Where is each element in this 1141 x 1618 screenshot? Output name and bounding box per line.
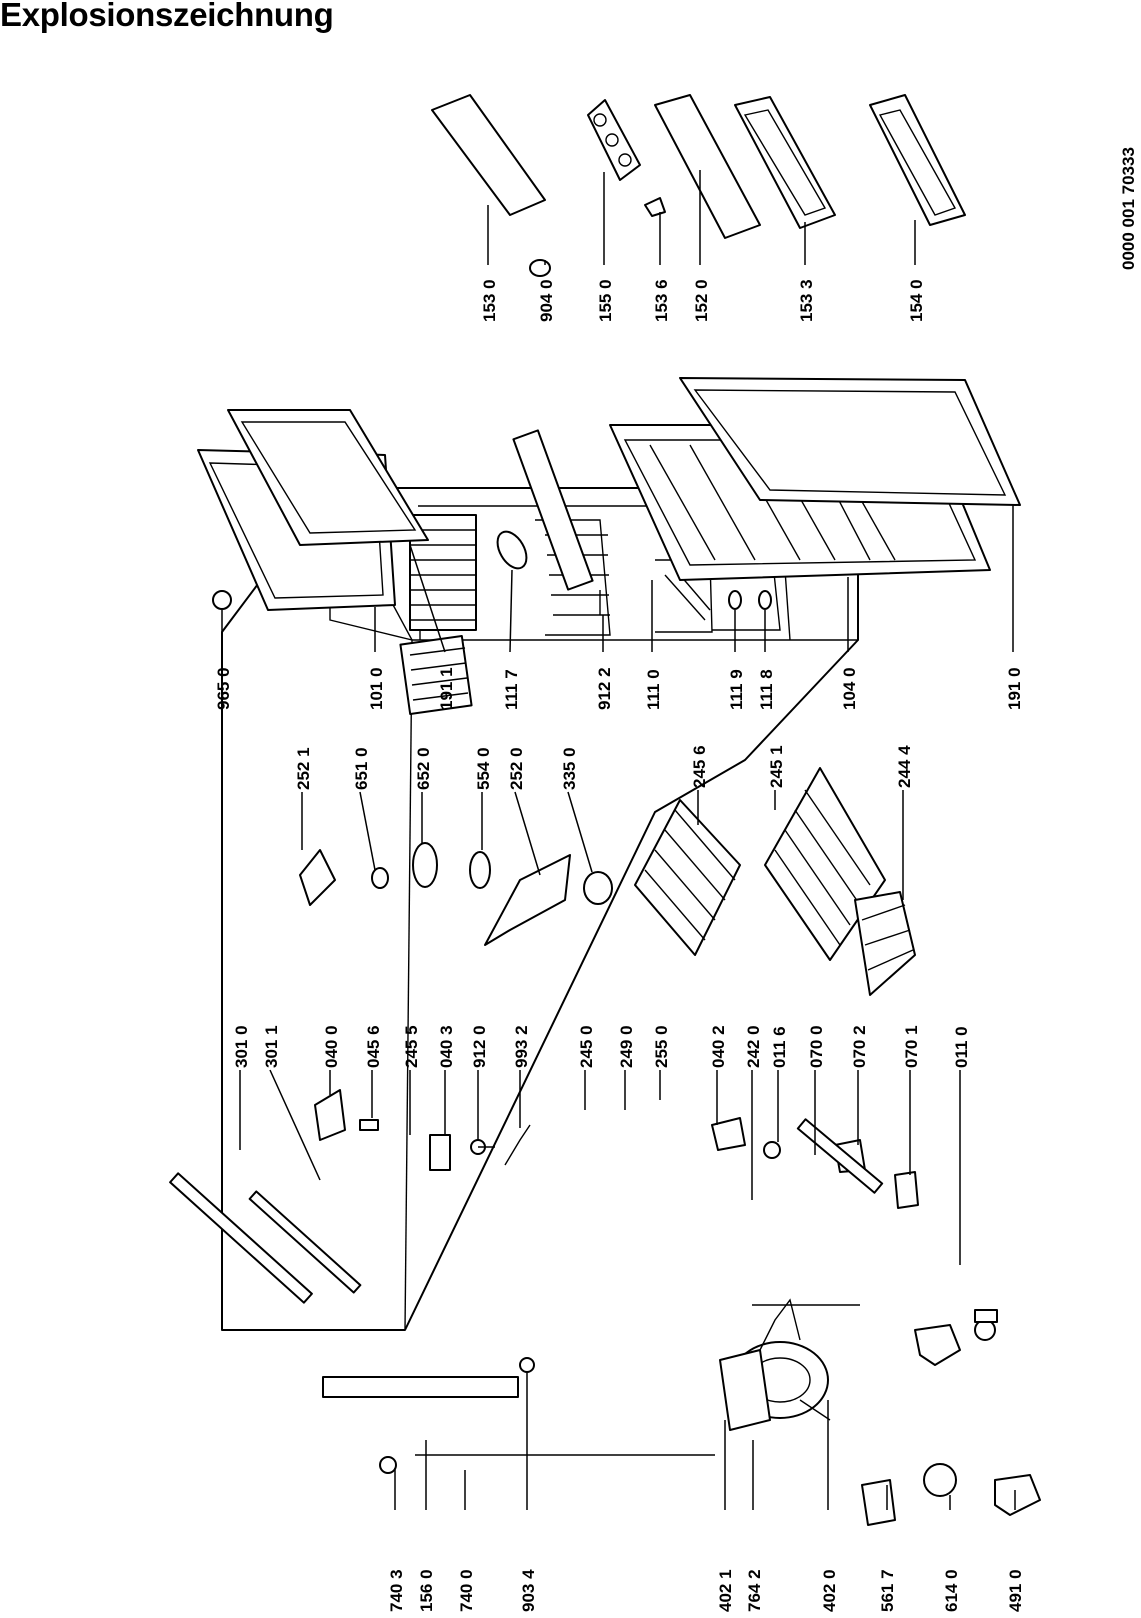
- label-040-0: 040 0: [322, 1025, 341, 1068]
- label-111-0: 111 0: [644, 669, 663, 710]
- label-245-0: 245 0: [577, 1025, 596, 1068]
- part-labels: 740 3 156 0 740 0 903 4 402 1 764 2 402 …: [214, 279, 1025, 1612]
- label-652-0: 652 0: [414, 747, 433, 790]
- label-561-7: 561 7: [878, 1569, 897, 1612]
- label-740-0: 740 0: [457, 1569, 476, 1612]
- label-491-0: 491 0: [1006, 1569, 1025, 1612]
- leader-lines: [221, 170, 1016, 1510]
- label-764-2: 764 2: [745, 1569, 764, 1612]
- label-111-7: 111 7: [502, 669, 521, 710]
- label-104-0: 104 0: [840, 667, 859, 710]
- label-154-0: 154 0: [907, 279, 926, 322]
- label-965-0: 965 0: [214, 667, 233, 710]
- label-245-1: 245 1: [767, 745, 786, 788]
- label-651-0: 651 0: [352, 747, 371, 790]
- label-153-3: 153 3: [797, 279, 816, 322]
- label-301-1: 301 1: [262, 1025, 281, 1068]
- label-252-0: 252 0: [507, 747, 526, 790]
- label-740-3: 740 3: [387, 1569, 406, 1612]
- label-301-0: 301 0: [232, 1025, 251, 1068]
- label-040-3: 040 3: [437, 1025, 456, 1068]
- label-402-1: 402 1: [716, 1569, 735, 1612]
- label-153-6: 153 6: [652, 279, 671, 322]
- label-242-0: 242 0: [744, 1025, 763, 1068]
- label-912-2: 912 2: [595, 667, 614, 710]
- label-101-0: 101 0: [367, 667, 386, 710]
- label-152-0: 152 0: [692, 279, 711, 322]
- label-402-0: 402 0: [820, 1569, 839, 1612]
- label-070-2: 070 2: [850, 1025, 869, 1068]
- label-111-9: 111 9: [727, 669, 746, 710]
- label-070-1: 070 1: [902, 1025, 921, 1068]
- door-parts: [197, 377, 1021, 615]
- label-111-8: 111 8: [757, 669, 776, 710]
- label-045-6: 045 6: [364, 1025, 383, 1068]
- label-903-4: 903 4: [519, 1569, 538, 1612]
- document-number: 0000 001 70333: [1119, 147, 1138, 270]
- page-title: Explosionszeichnung: [0, 0, 334, 33]
- door-shelves: [431, 94, 966, 277]
- label-335-0: 335 0: [560, 747, 579, 790]
- label-191-1: 191 1: [437, 667, 456, 710]
- control-parts: [299, 767, 916, 996]
- label-912-0: 912 0: [470, 1025, 489, 1068]
- label-904-0: 904 0: [537, 279, 556, 322]
- label-011-6: 011 6: [770, 1026, 789, 1068]
- label-040-2: 040 2: [709, 1025, 728, 1068]
- label-993-2: 993 2: [512, 1025, 531, 1068]
- label-554-0: 554 0: [474, 747, 493, 790]
- label-153-0: 153 0: [480, 279, 499, 322]
- label-244-4: 244 4: [895, 745, 914, 788]
- label-155-0: 155 0: [596, 279, 615, 322]
- label-011-0: 011 0: [952, 1026, 971, 1068]
- label-245-5: 245 5: [402, 1025, 421, 1068]
- label-191-0: 191 0: [1005, 667, 1024, 710]
- label-614-0: 614 0: [942, 1569, 961, 1612]
- label-156-0: 156 0: [417, 1569, 436, 1612]
- label-070-0: 070 0: [807, 1025, 826, 1068]
- label-252-1: 252 1: [294, 747, 313, 790]
- label-255-0: 255 0: [652, 1025, 671, 1068]
- label-245-6: 245 6: [690, 745, 709, 788]
- label-249-0: 249 0: [617, 1025, 636, 1068]
- cabinet-small-parts: [169, 1089, 1041, 1526]
